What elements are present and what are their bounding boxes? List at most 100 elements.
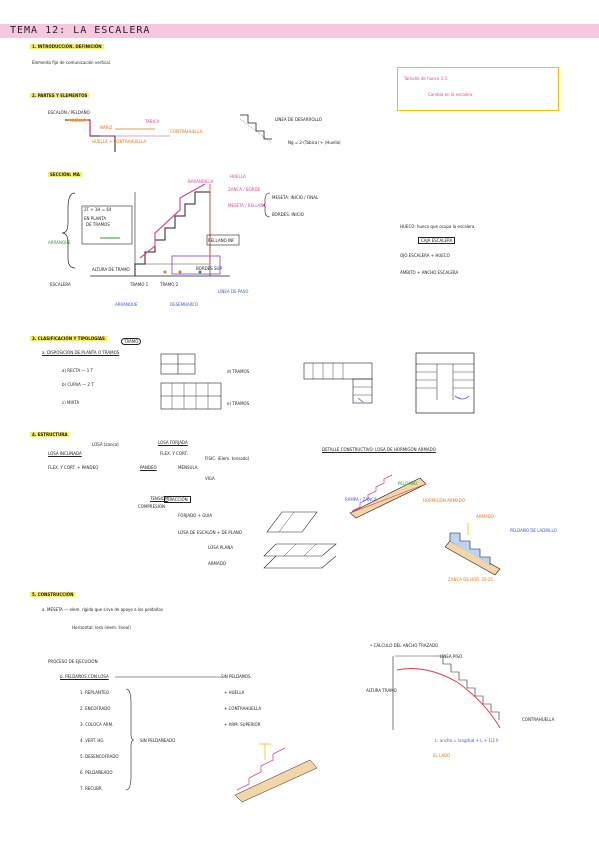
hueco-label: HUECO: hueco que ocupa la escalera — [400, 224, 475, 229]
contrahuella-label: CONTRAHUELLA — [170, 129, 203, 134]
tramo-plans — [160, 353, 222, 410]
compresion-label: COMPRESIÓN — [138, 504, 165, 509]
step-1: 1. REPLANTEO — [80, 690, 109, 695]
peldanos-losa-label: b. PELDAÑOS CON LOSA — [60, 674, 109, 679]
armado-label: ARMADO — [476, 514, 494, 519]
formula-box-1: 2T + 1H = 64 — [84, 207, 112, 212]
narix-label: NARIZ — [100, 125, 113, 130]
sin-peldaneado-label: SIN PELDAÑEADO — [140, 738, 176, 743]
bordes-sup-label: BORDES SUP — [196, 266, 222, 271]
type-e: e) TRAMOS — [227, 401, 250, 406]
linea-piso-label: LÍNEA PISO — [440, 654, 463, 659]
seccion-heading: SECCIÓN: MA — [48, 172, 82, 177]
arranque-label: ARRANQUE — [48, 240, 71, 245]
peldano-ladrillo-label: PELDAÑO DE LADRILLO — [510, 528, 557, 533]
section-1-heading: 1. INTRODUCCIÓN. DEFINICIÓN — [30, 44, 104, 49]
step-3: 3. COLOCA ARM. — [80, 722, 114, 727]
altura-label: ALTURA DE TRAMO — [92, 267, 130, 272]
flex2-label: FLEX. Y CORT. + PANDEO — [48, 465, 99, 470]
timeline-line — [115, 676, 221, 678]
section-5-heading: 5. CONSTRUCCIÓN — [30, 592, 76, 597]
linea-label: LÍNEA DE DESARROLLO — [275, 117, 322, 122]
viga-label: VIGA — [205, 476, 215, 481]
meseta-bullet: a. MESETA — elem. rígido que sirve de ap… — [42, 607, 163, 612]
hormigon-armado-label: HORMIGÓN ARMADO — [423, 498, 466, 503]
peldano-ladrillo-diagram — [444, 523, 501, 576]
sin-peldanos-label: SIN PELDAÑOS — [221, 674, 251, 679]
peldano-label: HUELLA + CONTRAHUELLA — [92, 139, 147, 144]
note-box: Tamaño de hueco 3,5: Cambio en la escale… — [397, 67, 559, 111]
note-line-1: Tamaño de hueco 3,5: — [404, 76, 449, 81]
right-item-1: + HUELLA — [224, 690, 245, 695]
proceso-label: PROCESO DE EJECUCIÓN — [48, 659, 98, 664]
section-1-text: Elemento fijo de comunicación vertical. — [32, 60, 112, 65]
zanca-hor-label: ZANCA DE HOR. 20·25 — [448, 577, 493, 582]
huella-label: HUELLA — [70, 118, 86, 123]
ojo-label: OJO ESCALERA + HUECO — [400, 253, 450, 258]
tabica-label: TABICA — [145, 119, 160, 124]
hormigon-label: ARMADO — [208, 561, 226, 566]
right-item-2: + CONTRAHUELLA — [224, 706, 262, 711]
tramo1-label: TRAMO 1 — [130, 282, 149, 287]
losa-escalones-label: LOSA DE ESCALÓN + DE PLANO — [178, 530, 242, 535]
bracket-icon — [262, 192, 271, 218]
losa-inclinada-label: LOSA INCLINADA — [48, 451, 82, 456]
fisico-label: FISIC. (Elem. tensado) — [205, 456, 250, 461]
peldano-diagram — [65, 119, 170, 152]
forjado2-label: FORJADO + GUIA — [178, 513, 213, 518]
barandilla-label: BARANDILLA — [188, 179, 214, 184]
bordes-label: BORDES: INICIO — [272, 212, 304, 217]
type-a: a) RECTA — 1 T — [62, 368, 94, 373]
title-bar — [0, 24, 599, 38]
rampa-label: RAMPA / ZANCA — [345, 497, 377, 502]
seccion-diagram — [61, 183, 240, 277]
arranque-legend: ARRANQUE — [115, 302, 138, 307]
type-d: d) TRAMOS — [227, 369, 250, 374]
zanca-label: ZANCA / BORDE — [228, 187, 261, 192]
detalle-label: DETALLE CONSTRUCTIVO: LOSA DE HORMIGÓN A… — [322, 447, 436, 452]
mensula-label: MÉNSULA — [178, 465, 198, 470]
calc-heading: • CÁLCULO DEL ANCHO TRAZADO — [370, 643, 439, 648]
pandeo-label: PANDEO — [140, 465, 157, 470]
altura-tramo-label: ALTURA TRAMO — [366, 688, 397, 693]
contrahuella-calc-label: CONTRAHUELLA — [522, 717, 555, 722]
rellano-inf-label: RELLANO INF — [208, 238, 235, 243]
tramo-bubble: TRAMO — [121, 338, 142, 345]
tramo2-label: TRAMO 2 — [160, 282, 179, 287]
linea-paso-label: LÍNEA DE PASO — [218, 289, 249, 294]
section-4-heading: 4. ESTRUCTURA — [30, 432, 70, 437]
ambito-label: ÁMBITO + ANCHO ESCALERA — [400, 270, 459, 275]
type-b: b) CURVA — 2 T — [62, 382, 94, 387]
type-c: c) MIXTA — [62, 400, 80, 405]
losa-slabs — [263, 511, 337, 569]
formula-label: Ng = 2·(Tabica) + (Huella) — [288, 140, 341, 145]
caja-escalera-label: CAJA ESCALERA — [418, 237, 456, 244]
meseta-label: MESETA / RELLANO — [228, 203, 267, 208]
step-7: 7. RECUBR. — [80, 786, 103, 791]
step-4: 4. VERT. HG — [80, 738, 104, 743]
ancho-formula: L: ancho = longitud + L + 1/2 h — [435, 738, 499, 743]
step-2: 2. ENCOFRADO — [80, 706, 111, 711]
meseta-inicio-label: MESETA: INICIO / FINAL — [272, 195, 319, 200]
escalera-label: ESCALERA — [50, 282, 71, 287]
note-line-2: Cambio en la escalera — [428, 92, 473, 97]
peldano-rampa-label: PELDAÑO — [398, 481, 418, 486]
losa-label: LOSA (zanca) — [92, 442, 119, 447]
desembarco-legend: DESEMBARCO — [170, 302, 199, 307]
ancho-trazado-diagram — [392, 655, 501, 730]
rampa-diagram — [349, 474, 427, 519]
linea-desarrollo-diagram — [239, 114, 273, 144]
peldaneado-3d — [234, 743, 318, 803]
tension-label: TENSIÓN — [150, 496, 168, 501]
losa-plana-label: LOSA PLANA — [208, 545, 234, 550]
flex-label: FLEX. Y CORT. — [160, 451, 188, 456]
escalon-label: ESCALÓN / PELDAÑO — [48, 110, 90, 115]
right-item-3: + ARM. SUPERIOR — [224, 722, 261, 727]
section-3-heading: 3. CLASIFICACIÓN Y TIPOLOGÍAS — [30, 336, 107, 341]
section-3-sub: a. DISPOSICIÓN DE PLANTA O TRAMOS — [42, 350, 120, 355]
steps-bracket — [125, 688, 135, 791]
formula-box-3: DE TRAMOS — [86, 222, 110, 227]
escalon-lado-label: EL LADO — [433, 753, 451, 758]
step-5: 5. DESENCOFRADO — [80, 754, 119, 759]
huella-right-label: HUELLA — [230, 174, 246, 179]
